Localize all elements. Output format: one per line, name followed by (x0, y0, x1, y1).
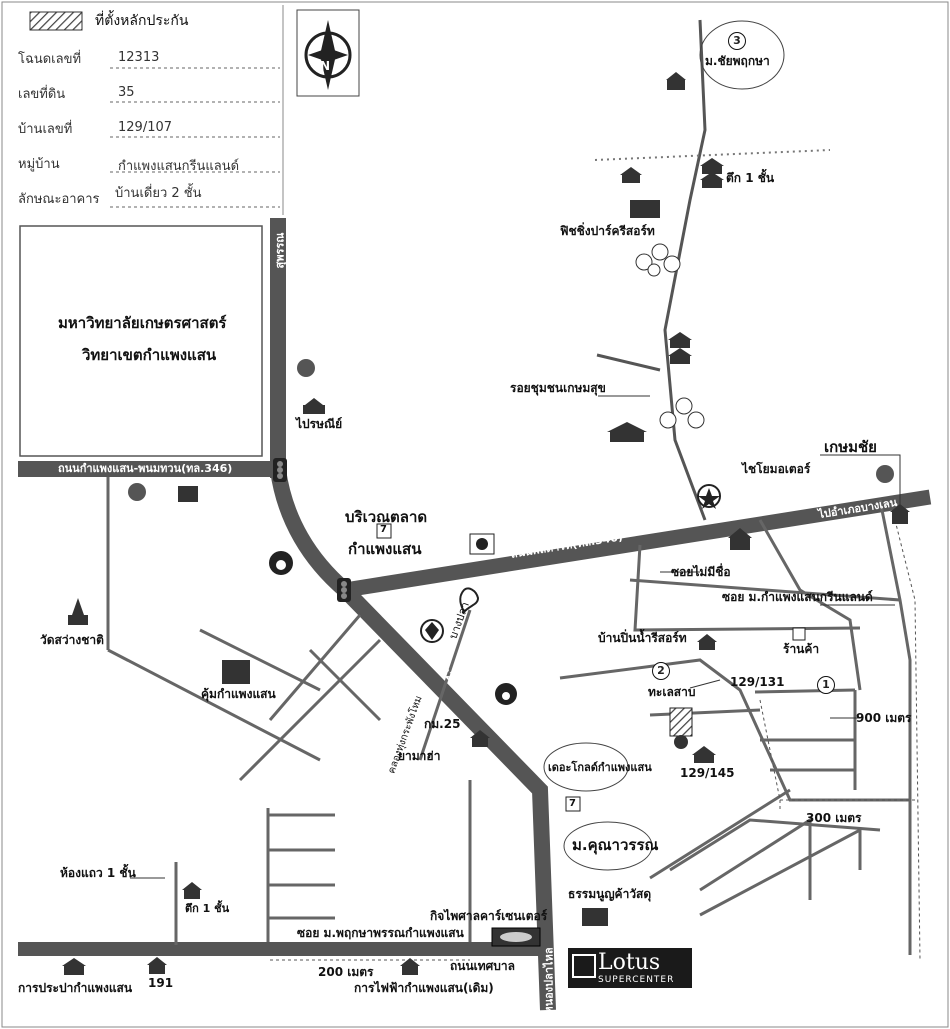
tree-icons (635, 243, 705, 429)
label-post: ไปรษณีย์ (296, 417, 343, 431)
traffic-light-2 (337, 578, 351, 602)
label-chaiyo: ไชโยมอเตอร์ (742, 462, 811, 476)
legend-deed-key: โฉนดเลขที่ (18, 52, 82, 67)
road-south: ถนนเทศบาล (450, 959, 516, 973)
legend-land-key: เลขที่ดิน (18, 87, 66, 102)
legend-village-value: กำแพงแสนกรีนแลนด์ (118, 159, 240, 174)
label-soi-greenland: ซอย ม.กำแพงแสนกรีนแลนด์ (722, 590, 873, 604)
site-hatch-swatch (29, 11, 83, 31)
marker-1: 1 (817, 676, 835, 694)
chaiyaphruksa-callout (699, 20, 785, 90)
seven-eleven-1: 7 (380, 524, 387, 535)
label-greencourt: เดอะโกลด์กำแพงแสน (548, 761, 652, 774)
legend-village-key: หมู่บ้าน (18, 157, 60, 172)
label-building1: ตึก 1 ชั้น (726, 171, 775, 185)
traffic-light-1 (273, 458, 287, 482)
university-line2: วิทยาเขตกำแพงแสน (82, 346, 217, 364)
label-yamaha: ยามาฮ่า (398, 749, 441, 763)
legend-land-value: 35 (118, 85, 135, 100)
label-129-145: 129/145 (680, 766, 735, 780)
lotus-logo: Lotus SUPERCENTER (568, 948, 692, 988)
legend-building-key: ลักษณะอาคาร (18, 192, 100, 207)
house-icons (62, 72, 910, 975)
road-north: สุพรรณ (273, 232, 287, 269)
label-129-131: 129/131 (730, 675, 785, 689)
label-900m: 900 เมตร (856, 711, 912, 725)
label-fishing: ฟิชชิ่งปาร์ครีสอร์ท (560, 224, 655, 238)
legend-deed-value: 12313 (118, 50, 160, 65)
khunawan-callout (563, 821, 653, 871)
label-200m: 200 เมตร (318, 965, 374, 979)
legend-building-value: บ้านเดี่ยว 2 ชั้น (115, 186, 202, 201)
label-shophouse: ห้องแถว 1 ชั้น (60, 866, 136, 880)
label-building1b: ตึก 1 ชั้น (185, 902, 230, 915)
landmark-icons (128, 359, 894, 812)
site-marker (674, 735, 688, 749)
label-banthip: บ้านปิ่นน้ำรีสอร์ท (598, 631, 687, 645)
label-300m: 300 เมตร (806, 811, 862, 825)
legend-house-key: บ้านเลขที่ (18, 122, 73, 137)
greencourt-callout (543, 742, 629, 792)
label-km25: กม.25 (424, 717, 461, 731)
site-legend-label: ที่ตั้งหลักประกัน (95, 13, 189, 29)
label-electric: การไฟฟ้ากำแพงแสน(เดิม) (354, 981, 494, 995)
label-191: 191 (148, 976, 174, 990)
university-area (19, 225, 263, 457)
label-chaiyaphruksa: ม.ชัยพฤกษา (705, 54, 770, 68)
road-main-west: ถนนกำแพงแสน-พนมทวน(ทล.346) (58, 462, 233, 475)
lotus-name: Lotus (598, 950, 661, 975)
label-car-center: กิจไพศาลคาร์เซนเตอร์ (430, 909, 548, 923)
label-rkrs: รอยชุมชนเกษมสุข (510, 381, 606, 395)
label-market1: บริเวณตลาด (345, 508, 428, 526)
lotus-logo-icon (572, 954, 596, 978)
label-taledap: ทะเลสาบ (648, 685, 696, 699)
label-market2: กำแพงแสน (348, 540, 422, 558)
university-line1: มหาวิทยาลัยเกษตรศาสตร์ (58, 314, 227, 332)
label-thamma: ธรรมนูญค้าวัสดุ (568, 887, 652, 901)
collateral-site (669, 707, 693, 737)
marker-3: 3 (728, 32, 746, 50)
road-south-vert: หนองปลาไหล (542, 947, 556, 1014)
lotus-sub: SUPERCENTER (598, 975, 675, 985)
label-nonamesoi: ซอยไม่มีชื่อ (671, 565, 731, 579)
label-khum: คุ้มกำแพงแสน (201, 687, 276, 701)
legend-house-value: 129/107 (118, 120, 173, 135)
seven-eleven-2: 7 (569, 798, 576, 809)
label-khunawan: ม.คุณาวรรณ (572, 836, 659, 854)
label-watsawang: วัดสว่างชาติ (40, 633, 104, 647)
marker-2: 2 (652, 662, 670, 680)
label-shop: ร้านค้า (783, 642, 820, 656)
label-waterworks: การประปากำแพงแสน (18, 981, 133, 995)
compass-north: N (320, 59, 331, 73)
compass-icon (296, 9, 360, 97)
label-soi-phruksa: ซอย ม.พฤกษาพรรณกำแพงแสน (297, 926, 464, 940)
label-kasem: เกษมชัย (824, 438, 877, 456)
